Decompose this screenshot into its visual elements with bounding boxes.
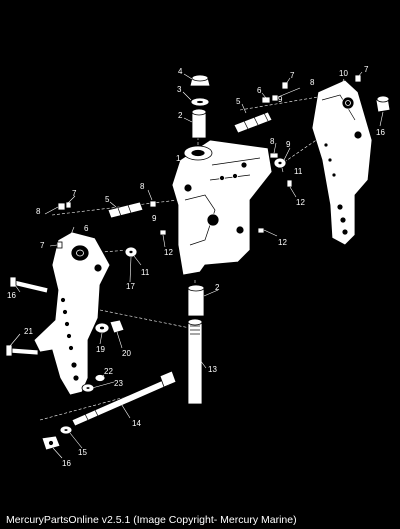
callout-7-upper: 7 [290, 71, 295, 80]
fitting-12-right-upper[interactable] [286, 179, 293, 188]
callout-9-left: 9 [152, 214, 157, 223]
callout-6-upper: 6 [257, 86, 262, 95]
bolt-21[interactable] [5, 344, 39, 357]
callout-9-mid: 9 [286, 140, 291, 149]
fitting-7-right[interactable] [354, 74, 362, 83]
callout-labels: 1 2 2 3 4 5 5 6 6 7 7 7 7 8 8 8 8 9 9 9 … [7, 65, 385, 468]
washer-19[interactable] [94, 322, 110, 334]
callout-8-left: 8 [140, 182, 145, 191]
nut-16-right[interactable] [375, 95, 391, 113]
bolt-16-left[interactable] [9, 276, 49, 294]
callout-11-right: 11 [294, 167, 303, 176]
swivel-housing[interactable] [171, 139, 273, 276]
fitting-12-left[interactable] [159, 229, 167, 236]
callout-8-left-bolt: 8 [36, 207, 41, 216]
callout-16-left: 16 [7, 291, 16, 300]
screw-9-mid[interactable] [269, 152, 279, 159]
washer-15[interactable] [59, 425, 73, 435]
callout-22: 22 [104, 367, 113, 376]
callout-23: 23 [114, 379, 123, 388]
bushing-upper[interactable] [191, 108, 207, 139]
callout-10: 10 [339, 69, 348, 78]
callout-7-right: 7 [364, 65, 369, 74]
fitting-7-upper[interactable] [281, 81, 289, 90]
callout-12-right-upper: 12 [296, 198, 305, 207]
callout-14: 14 [132, 419, 141, 428]
left-swivel-bracket[interactable] [33, 231, 111, 396]
callout-16-right: 16 [376, 128, 385, 137]
callout-7-left-lower: 7 [40, 241, 45, 250]
callout-5-left: 5 [105, 195, 110, 204]
callout-17: 17 [126, 282, 135, 291]
pin-left[interactable] [107, 201, 144, 219]
callout-11-left: 11 [141, 268, 150, 277]
callout-2-lower: 2 [215, 283, 220, 292]
image-caption: MercuryPartsOnline v2.5.1 (Image Copyrig… [6, 514, 297, 526]
callout-20: 20 [122, 349, 131, 358]
nut-20[interactable] [109, 319, 125, 334]
callout-13: 13 [208, 365, 217, 374]
callout-1: 1 [176, 154, 181, 163]
callout-19: 19 [96, 345, 105, 354]
washer-top[interactable] [190, 97, 210, 107]
washer-23[interactable] [81, 383, 95, 393]
callout-9-upper: 9 [278, 95, 283, 104]
washer-17[interactable] [124, 246, 138, 258]
tilt-tube[interactable] [187, 318, 203, 405]
bushing-lower[interactable] [187, 284, 205, 317]
bolt-8-left[interactable] [57, 200, 157, 211]
right-swivel-bracket[interactable] [311, 79, 373, 246]
callout-12-right-lower: 12 [278, 238, 287, 247]
callout-6-left: 6 [84, 224, 89, 233]
callout-3: 3 [177, 85, 182, 94]
callout-8-upper: 8 [310, 78, 315, 87]
callout-8-mid: 8 [270, 137, 275, 146]
callout-12-left: 12 [164, 248, 173, 257]
bolt-6-8-upper[interactable] [261, 94, 279, 104]
callout-16-bottom: 16 [62, 459, 71, 468]
callout-7-left-upper: 7 [72, 189, 77, 198]
callout-leaders [9, 71, 384, 459]
fitting-12-right-lower[interactable] [257, 227, 265, 234]
callout-4: 4 [178, 67, 183, 76]
callout-5-upper: 5 [236, 97, 241, 106]
tilt-bolt[interactable] [71, 370, 177, 427]
washer-11-right[interactable] [273, 157, 287, 169]
callout-15: 15 [78, 448, 87, 457]
pin-upper[interactable] [233, 111, 273, 134]
callout-21: 21 [24, 327, 33, 336]
nut-16-bottom[interactable] [41, 435, 61, 451]
callout-2-upper: 2 [178, 111, 183, 120]
nut-top[interactable] [189, 74, 211, 87]
